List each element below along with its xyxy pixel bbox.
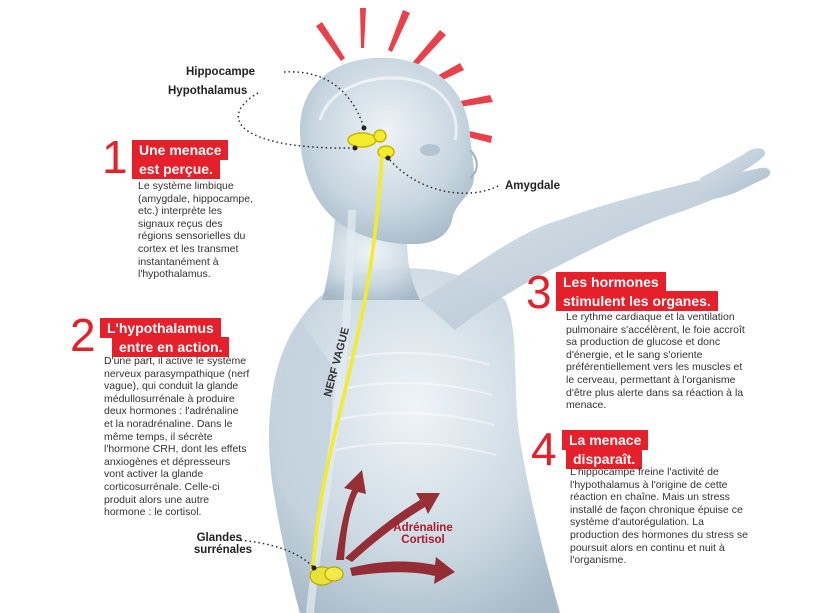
label-glandes-line1: Glandes: [196, 532, 242, 544]
label-hippocampe: Hippocampe: [186, 66, 256, 78]
label-glandes: Glandes surrénales: [180, 532, 252, 556]
step-1-number: 1: [102, 131, 128, 183]
label-adrenaline: Adrénaline: [393, 522, 453, 534]
step-1-title-line2: est perçue.: [132, 159, 220, 179]
step-4-body: L'hippocampe freine l'activité de l'hypo…: [570, 466, 749, 567]
step-4-title-line2: disparaît.: [566, 449, 643, 469]
adrenal-glands: [309, 566, 344, 586]
step-3-title-line1: Les hormones: [556, 272, 666, 292]
hormone-arrows: [336, 470, 455, 584]
step-3-title-line2: stimulent les organes.: [556, 291, 718, 311]
label-cortisol: Cortisol: [401, 534, 445, 546]
label-glandes-line2: surrénales: [193, 544, 252, 556]
step-2-body: D'une part, il active le système nerveux…: [104, 355, 250, 519]
leader-lines: [235, 71, 499, 569]
step-3-body: Le rythme cardiaque et la ventilation pu…: [566, 311, 745, 412]
step-2-number: 2: [70, 309, 96, 361]
label-hypothalamus: Hypothalamus: [168, 85, 248, 97]
step-4-number: 4: [531, 423, 557, 475]
step-4-title-line1: La menace: [562, 430, 649, 450]
step-1-body: Le système limbique (amygdale, hippocamp…: [138, 180, 253, 281]
step-1-title-line1: Une menace: [132, 140, 229, 160]
step-3-number: 3: [526, 266, 552, 318]
label-hormones: Adrénaline Cortisol: [378, 522, 468, 546]
step-2-title-line2: entre en action.: [112, 337, 230, 357]
step-2-title-line1: L'hypothalamus: [100, 318, 221, 338]
label-amygdale: Amygdale: [505, 180, 560, 192]
vagus-nerve: [310, 154, 384, 573]
limbic-structures: [347, 129, 395, 159]
